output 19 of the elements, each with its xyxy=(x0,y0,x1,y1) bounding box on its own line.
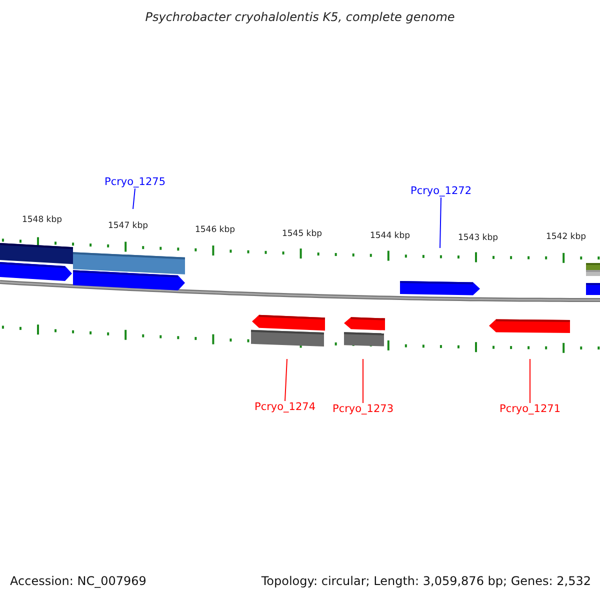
gene-label: Pcryo_1273 xyxy=(332,404,394,414)
accession-text: Accession: NC_007969 xyxy=(10,575,146,587)
gene-label: Pcryo_1271 xyxy=(499,404,561,414)
scale-label: 1544 kbp xyxy=(370,232,410,240)
leader-line xyxy=(284,358,288,402)
scale-label: 1547 kbp xyxy=(108,222,148,230)
gene-label: Pcryo_1274 xyxy=(254,402,316,412)
diagram-title: Psychrobacter cryohalolentis K5, complete genome xyxy=(145,11,455,23)
scale-label: 1546 kbp xyxy=(194,226,236,234)
gene-label: Pcryo_1275 xyxy=(104,177,166,188)
gene-label: Pcryo_1272 xyxy=(410,186,472,196)
scale-label: 1542 kbp xyxy=(546,233,586,242)
leader-line xyxy=(132,188,136,210)
scale-label: 1548 kbp xyxy=(22,216,62,224)
leader-line xyxy=(362,358,364,404)
genome-summary-text: Topology: circular; Length: 3,059,876 bp; Genes: 2,532 xyxy=(261,575,591,587)
scale-label: 1545 kbp xyxy=(282,230,322,238)
scale-label: 1543 kbp xyxy=(458,234,498,242)
leader-line xyxy=(440,197,442,248)
